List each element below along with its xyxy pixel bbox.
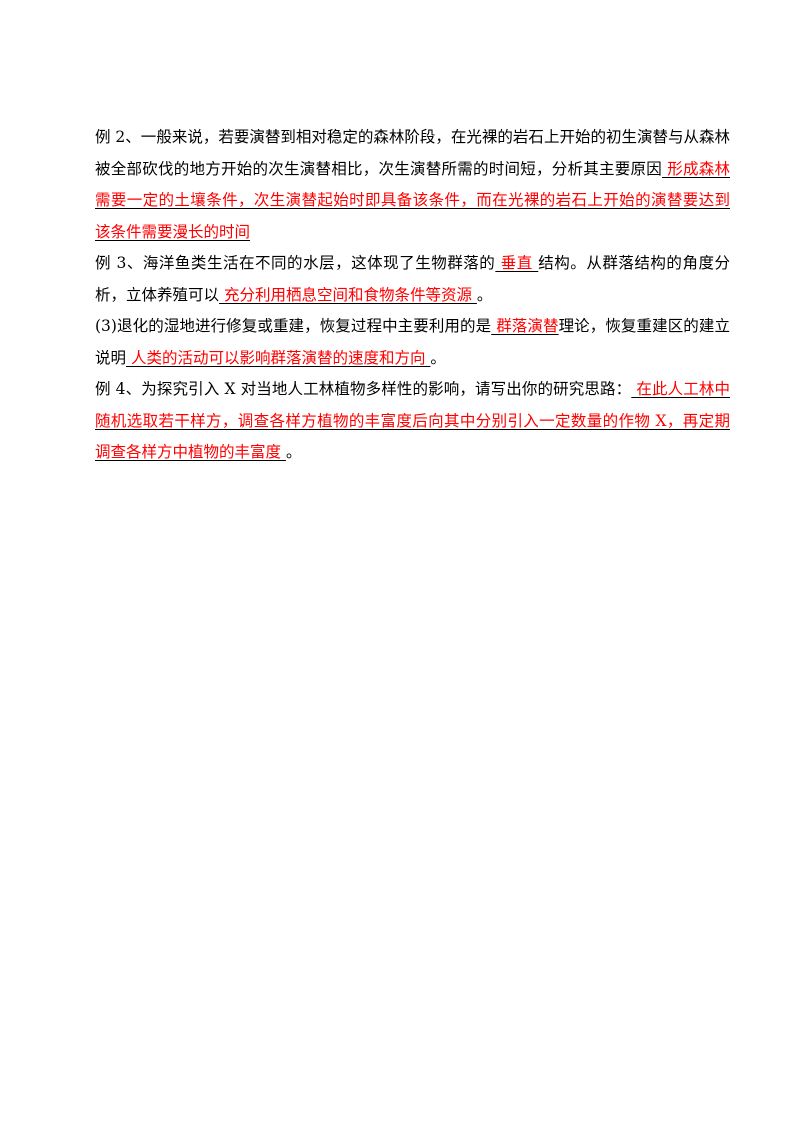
item-3-question-part-2: 理论，恢复重建区的建立说明 <box>95 317 730 367</box>
example-3-question-part-2: 结构。从群落结构的角度分析，立体养殖可以 <box>95 254 730 304</box>
example-2-paragraph: 例 2、一般来说，若要演替到相对稳定的森林阶段，在光裸的岩石上开始的初生演替与从… <box>95 122 730 248</box>
example-3-answer-2: 充分利用栖息空间和食物条件等资源 <box>219 285 477 304</box>
example-3-question-part-1: 例 3、海洋鱼类生活在不同的水层，这体现了生物群落的 <box>95 254 496 272</box>
example-3-paragraph: 例 3、海洋鱼类生活在不同的水层，这体现了生物群落的 垂直 结构。从群落结构的角… <box>95 248 730 311</box>
item-3-answer-2: 人类的活动可以影响群落演替的速度和方向 <box>126 348 431 367</box>
example-4-paragraph: 例 4、为探究引入 X 对当地人工林植物多样性的影响，请写出你的研究思路： 在此… <box>95 374 730 469</box>
item-3-question-part-1: (3)退化的湿地进行修复或重建，恢复过程中主要利用的是 <box>95 317 492 335</box>
item-3-question-end: 。 <box>430 348 446 367</box>
example-3-answer-1: 垂直 <box>495 254 539 272</box>
example-3-question-end: 。 <box>476 285 493 304</box>
example-2-answer: 形成森林需要一定的土壤条件，次生演替起始时即具备该条件，而在光裸的岩石上开始的演… <box>95 159 730 241</box>
example-4-answer: 在此人工林中随机选取若干样方，调查各样方植物的丰富度后向其中分别引入一定数量的作… <box>95 380 730 461</box>
item-3-answer-1: 群落演替 <box>491 317 559 335</box>
item-3-paragraph: (3)退化的湿地进行修复或重建，恢复过程中主要利用的是 群落演替理论，恢复重建区… <box>95 311 730 374</box>
example-4-question-end: 。 <box>285 443 302 461</box>
example-2-question: 例 2、一般来说，若要演替到相对稳定的森林阶段，在光裸的岩石上开始的初生演替与从… <box>95 128 730 178</box>
document-body: 例 2、一般来说，若要演替到相对稳定的森林阶段，在光裸的岩石上开始的初生演替与从… <box>95 122 730 469</box>
example-4-question: 例 4、为探究引入 X 对当地人工林植物多样性的影响，请写出你的研究思路： <box>95 380 632 398</box>
